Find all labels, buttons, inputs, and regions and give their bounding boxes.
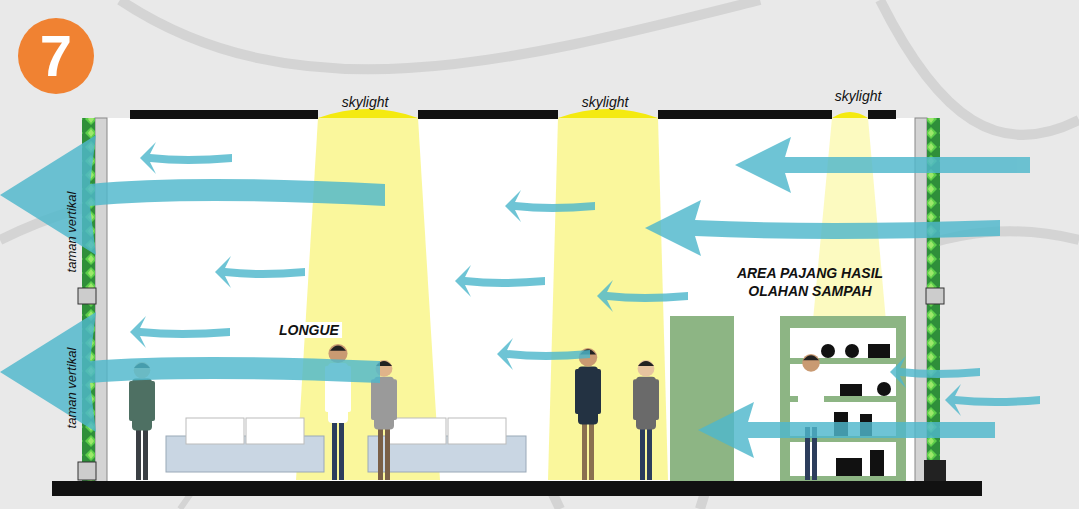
airflow-arrow [0, 312, 380, 432]
sofa [166, 418, 526, 472]
airflow-arrow [945, 384, 1040, 416]
area-label: AREA PAJANG HASIL OLAHAN SAMPAH [710, 264, 910, 300]
floor [52, 481, 982, 496]
callout-number: 7 [40, 27, 72, 85]
airflow-arrow [890, 356, 980, 388]
airflow-arrow [0, 135, 385, 255]
person [633, 360, 659, 480]
person [575, 348, 601, 480]
airflow-arrow [645, 200, 1000, 256]
skylight-label: skylight [342, 94, 389, 110]
skylight-label: skylight [582, 94, 629, 110]
airflow-arrow [698, 402, 995, 458]
garden-label: taman vertikal [64, 192, 79, 273]
airflow-arrow [130, 316, 230, 348]
skylight-label: skylight [835, 88, 882, 104]
airflow-arrow [505, 190, 595, 222]
person [798, 354, 824, 480]
callout-circle: 7 [18, 18, 94, 94]
display-shelf [670, 316, 906, 481]
airflow-arrow [455, 265, 545, 297]
airflow-arrow [215, 256, 305, 288]
airflow-arrow [735, 137, 1030, 193]
room-label: LONGUE [276, 322, 342, 338]
garden-label: taman vertikal [64, 348, 79, 429]
roof [130, 110, 896, 119]
airflow-arrow [140, 142, 232, 174]
airflow-arrow [497, 338, 590, 370]
airflow-arrow [597, 280, 688, 312]
airflow-arrows [0, 135, 1040, 458]
